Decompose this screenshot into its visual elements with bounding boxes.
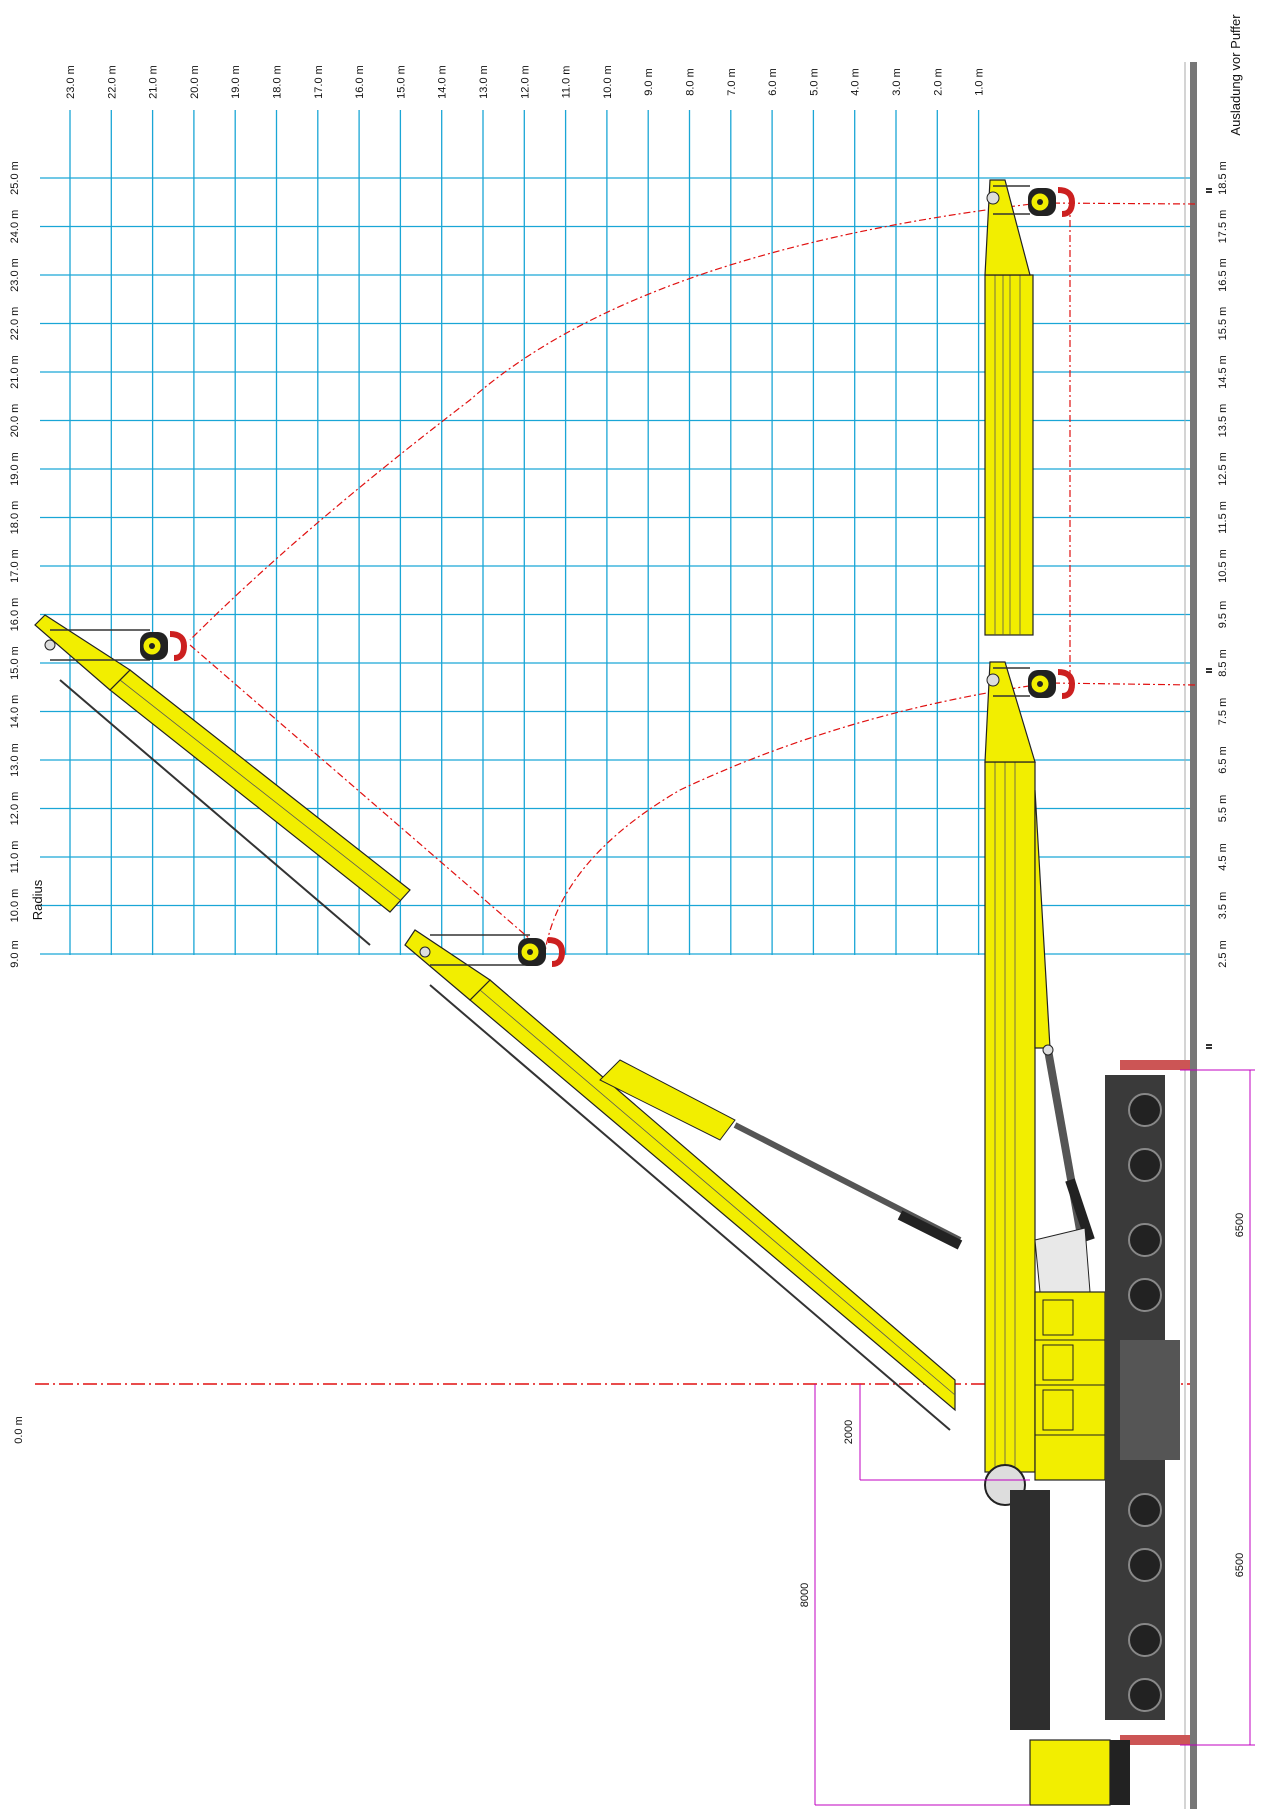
outreach-tick-label: 17.5 m (1217, 210, 1229, 244)
height-tick-label: 9.0 m (9, 940, 21, 968)
height-tick-label: 10.0 m (9, 889, 21, 923)
radius-tick-label: 4.0 m (850, 68, 862, 96)
radius-tick-label: 17.0 m (313, 65, 325, 99)
stowed-boom (984, 179, 1034, 636)
height-tick-label: 18.0 m (9, 501, 21, 535)
height-tick-label: 12.0 m (9, 792, 21, 826)
trajectory-diag (189, 644, 546, 953)
radius-tick-label: 21.0 m (148, 65, 160, 99)
hook-block-upper (993, 185, 1076, 217)
radius-tick-label: 6.0 m (767, 68, 779, 96)
outreach-tick-label: 2.5 m (1217, 940, 1229, 968)
radius-tick-label: 7.0 m (726, 68, 738, 96)
trajectory-lines (189, 202, 1196, 953)
dim-2000: 2000 (843, 1420, 855, 1444)
zero-label: 0.0 m (13, 1416, 25, 1444)
height-tick-label: 22.0 m (9, 307, 21, 341)
radius-tick-label: 22.0 m (106, 65, 118, 99)
radius-tick-label: 18.0 m (272, 65, 284, 99)
trajectory-upper (189, 202, 1196, 641)
dimension-lines (814, 1069, 1255, 1806)
outreach-axis-title: Ausladung vor Puffer (1228, 14, 1243, 136)
hook-block-top (50, 629, 188, 661)
height-tick-label: 15.0 m (9, 646, 21, 680)
bogie-wheels (1128, 1093, 1162, 1712)
outreach-tick-label: 6.5 m (1217, 746, 1229, 774)
horizontal-boom (984, 661, 1051, 1473)
radius-tick-label: 10.0 m (602, 65, 614, 99)
counterweight (1010, 1490, 1130, 1806)
radius-tick-label: 3.0 m (891, 68, 903, 96)
hook-block-low (430, 934, 566, 967)
small-marks (1206, 188, 1212, 1049)
height-tick-label: 19.0 m (9, 452, 21, 486)
outreach-tick-label: 18.5 m (1217, 161, 1229, 195)
height-tick-label: 23.0 m (9, 258, 21, 292)
radius-tick-label: 19.0 m (230, 65, 242, 99)
radius-tick-label: 15.0 m (395, 65, 407, 99)
outreach-labels: 18.5 m 17.5 m 16.5 m 15.5 m 14.5 m 13.5 m 12.5… (1217, 161, 1229, 968)
dim-6500-lower: 6500 (1234, 1553, 1246, 1577)
height-tick-label: 20.0 m (9, 404, 21, 438)
radius-tick-label: 16.0 m (354, 65, 366, 99)
radius-tick-label: 5.0 m (808, 68, 820, 96)
radius-axis-title: Radius (30, 879, 45, 920)
height-tick-label: 24.0 m (9, 210, 21, 244)
radius-tick-label: 11.0 m (561, 66, 573, 99)
dim-8000: 8000 (799, 1583, 811, 1607)
height-labels: 25.0 m 24.0 m 23.0 m 22.0 m 21.0 m 20.0 m 19.0… (9, 161, 21, 968)
radius-tick-label: 9.0 m (643, 68, 655, 96)
radius-tick-label: 13.0 m (478, 65, 490, 99)
outreach-tick-label: 16.5 m (1217, 258, 1229, 292)
radius-tick-label: 20.0 m (189, 65, 201, 99)
rail-line (1190, 62, 1197, 1809)
outreach-tick-label: 10.5 m (1217, 549, 1229, 583)
height-tick-label: 25.0 m (9, 161, 21, 195)
trajectory-mid (544, 682, 1196, 953)
height-tick-label: 21.0 m (9, 355, 21, 389)
outreach-tick-label: 11.5 m (1217, 501, 1229, 534)
raised-boom (34, 614, 411, 946)
outreach-tick-label: 4.5 m (1217, 843, 1229, 871)
crane-body (984, 1227, 1106, 1506)
outreach-tick-label: 9.5 m (1217, 601, 1229, 629)
height-tick-label: 13.0 m (9, 743, 21, 777)
radius-tick-label: 12.0 m (519, 65, 531, 99)
outreach-tick-label: 3.5 m (1217, 892, 1229, 920)
luffing-cylinder (1042, 1044, 1095, 1242)
radius-tick-label: 8.0 m (685, 68, 697, 96)
height-tick-label: 17.0 m (9, 549, 21, 583)
outreach-tick-label: 7.5 m (1217, 698, 1229, 726)
hook-block-mid (993, 667, 1076, 699)
outreach-tick-label: 15.5 m (1217, 307, 1229, 341)
radius-tick-label: 14.0 m (437, 65, 449, 99)
carrier (1105, 1060, 1190, 1745)
outreach-tick-label: 8.5 m (1217, 649, 1229, 677)
outreach-tick-label: 13.5 m (1217, 404, 1229, 438)
raised-boom-lower (404, 929, 963, 1431)
height-tick-label: 14.0 m (9, 695, 21, 729)
radius-tick-label: 23.0 m (65, 65, 77, 99)
dim-6500-upper: 6500 (1234, 1213, 1246, 1237)
radius-labels: 23.0 m 22.0 m 21.0 m 20.0 m 19.0 m 18.0 m 17.0… (65, 65, 986, 99)
radius-tick-label: 2.0 m (932, 68, 944, 96)
outreach-tick-label: 12.5 m (1217, 452, 1229, 486)
outreach-tick-label: 14.5 m (1217, 355, 1229, 389)
radius-tick-label: 1.0 m (974, 68, 986, 96)
outreach-tick-label: 5.5 m (1217, 795, 1229, 823)
height-tick-label: 11.0 m (9, 841, 21, 874)
height-tick-label: 16.0 m (9, 598, 21, 632)
